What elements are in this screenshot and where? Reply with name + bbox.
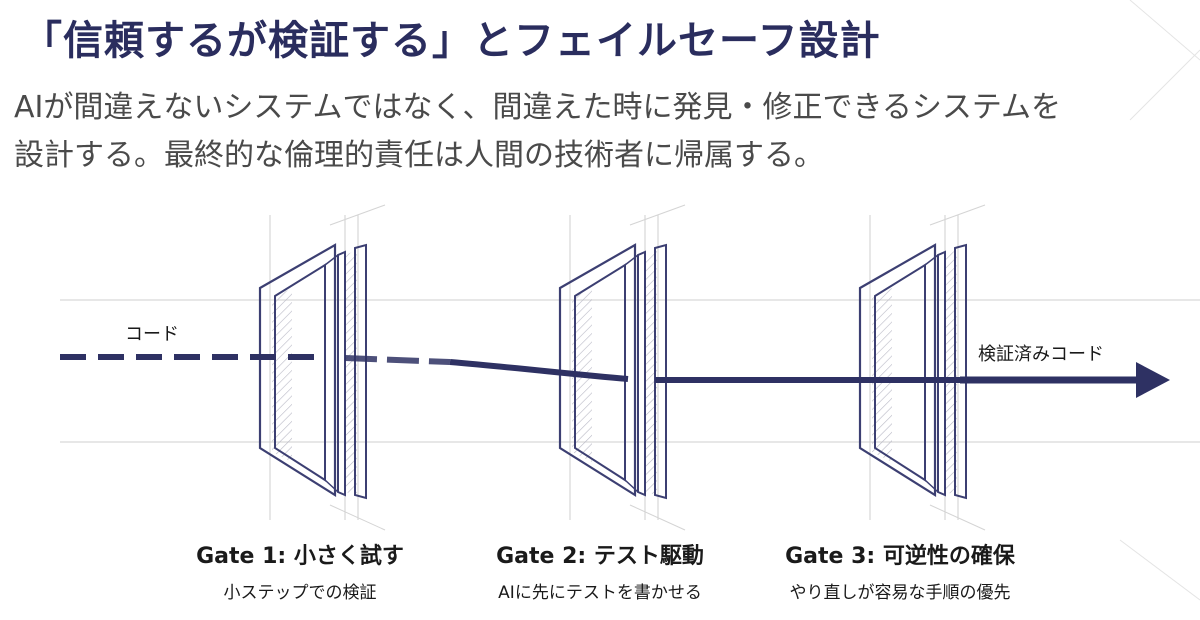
subtitle-line-1: AIが間違えないシステムではなく、間違えた時に発見・修正できるシステムを xyxy=(14,90,1061,125)
gate-2-frame xyxy=(558,204,686,531)
gate-3-frame xyxy=(858,204,986,531)
code-flow-solid-1 xyxy=(449,359,629,382)
corner-decoration xyxy=(1119,0,1200,601)
page-subtitle: AIが間違えないシステムではなく、間違えた時に発見・修正できるシステムを 設計す… xyxy=(14,84,1164,180)
gate-1-description: 小ステップでの検証 xyxy=(223,583,377,603)
gate-3-description: やり直しが容易な手順の優先 xyxy=(789,583,1011,603)
output-label: 検証済みコード xyxy=(978,344,1104,365)
gate-2-description: AIに先にテストを書かせる xyxy=(498,583,702,603)
input-label: コード xyxy=(125,324,179,345)
code-flow-dashed-fading xyxy=(344,355,451,365)
gate-3-title: Gate 3: 可逆性の確保 xyxy=(785,544,1015,569)
gates-layer xyxy=(258,204,986,531)
page-title: 「信頼するが検証する」とフェイルセーフ設計 xyxy=(22,18,881,64)
gate-1-label: Gate 1: 小さく試す小ステップでの検証 xyxy=(140,538,460,603)
gate-1-title: Gate 1: 小さく試す xyxy=(196,544,404,569)
subtitle-line-2: 設計する。最終的な倫理的責任は人間の技術者に帰属する。 xyxy=(14,138,824,173)
code-flow xyxy=(60,354,1138,384)
gate-1-frame xyxy=(258,204,386,531)
output-arrowhead xyxy=(1136,362,1170,398)
gate-2-label: Gate 2: テスト駆動 AIに先にテストを書かせる xyxy=(440,538,760,603)
gate-3-label: Gate 3: 可逆性の確保やり直しが容易な手順の優先 xyxy=(740,538,1060,603)
guide-lines xyxy=(60,299,1200,443)
gate-2-title: Gate 2: テスト駆動 xyxy=(496,544,704,569)
